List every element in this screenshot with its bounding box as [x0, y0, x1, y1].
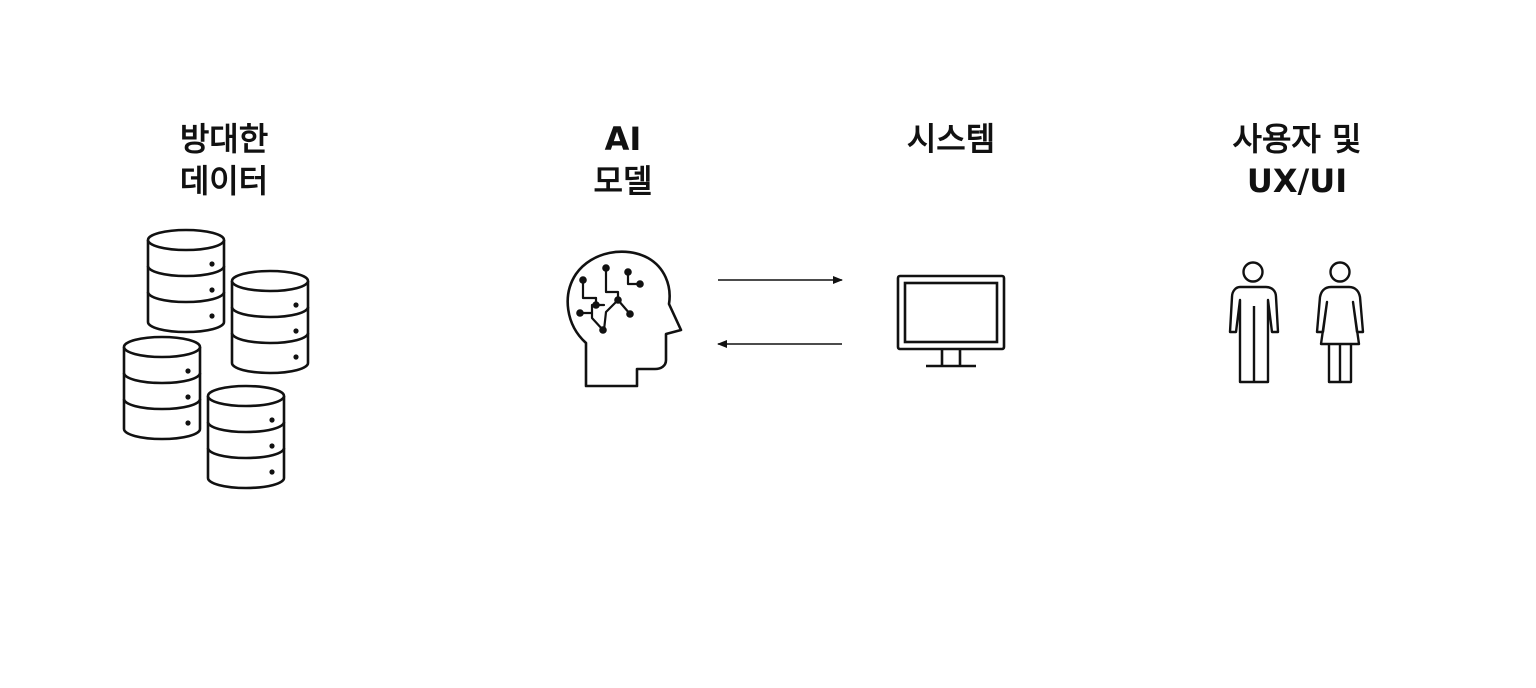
database-cylinder-icon [206, 384, 286, 490]
database-cylinder-icon [146, 228, 226, 334]
people-icon [1228, 261, 1365, 384]
users-label-line-1: 사용자 및 [1232, 120, 1362, 158]
ai-model-label-line-2: 모델 [593, 162, 653, 200]
users-label: 사용자 및 UX/UI [1167, 118, 1427, 202]
man-icon [1228, 261, 1280, 384]
data-label-line-2: 데이터 [179, 162, 269, 200]
ai-model-label-line-1: AI [604, 120, 642, 158]
users-label-line-2: UX/UI [1246, 162, 1348, 200]
database-cylinder-icon [230, 269, 310, 375]
connector-arrows [717, 276, 843, 348]
circuit-nodes [576, 264, 644, 334]
ai-head-circuit-icon [566, 250, 683, 388]
data-label: 방대한 데이터 [94, 118, 354, 202]
system-label-line-1: 시스템 [906, 120, 996, 158]
ai-model-label: AI 모델 [493, 118, 753, 202]
data-label-line-1: 방대한 [179, 120, 269, 158]
database-cylinder-icon [122, 335, 202, 441]
woman-icon [1315, 261, 1365, 384]
circuit-traces [578, 266, 642, 332]
database-stack-icon [122, 228, 310, 490]
system-label: 시스템 [821, 118, 1081, 160]
monitor-icon [896, 274, 1006, 368]
